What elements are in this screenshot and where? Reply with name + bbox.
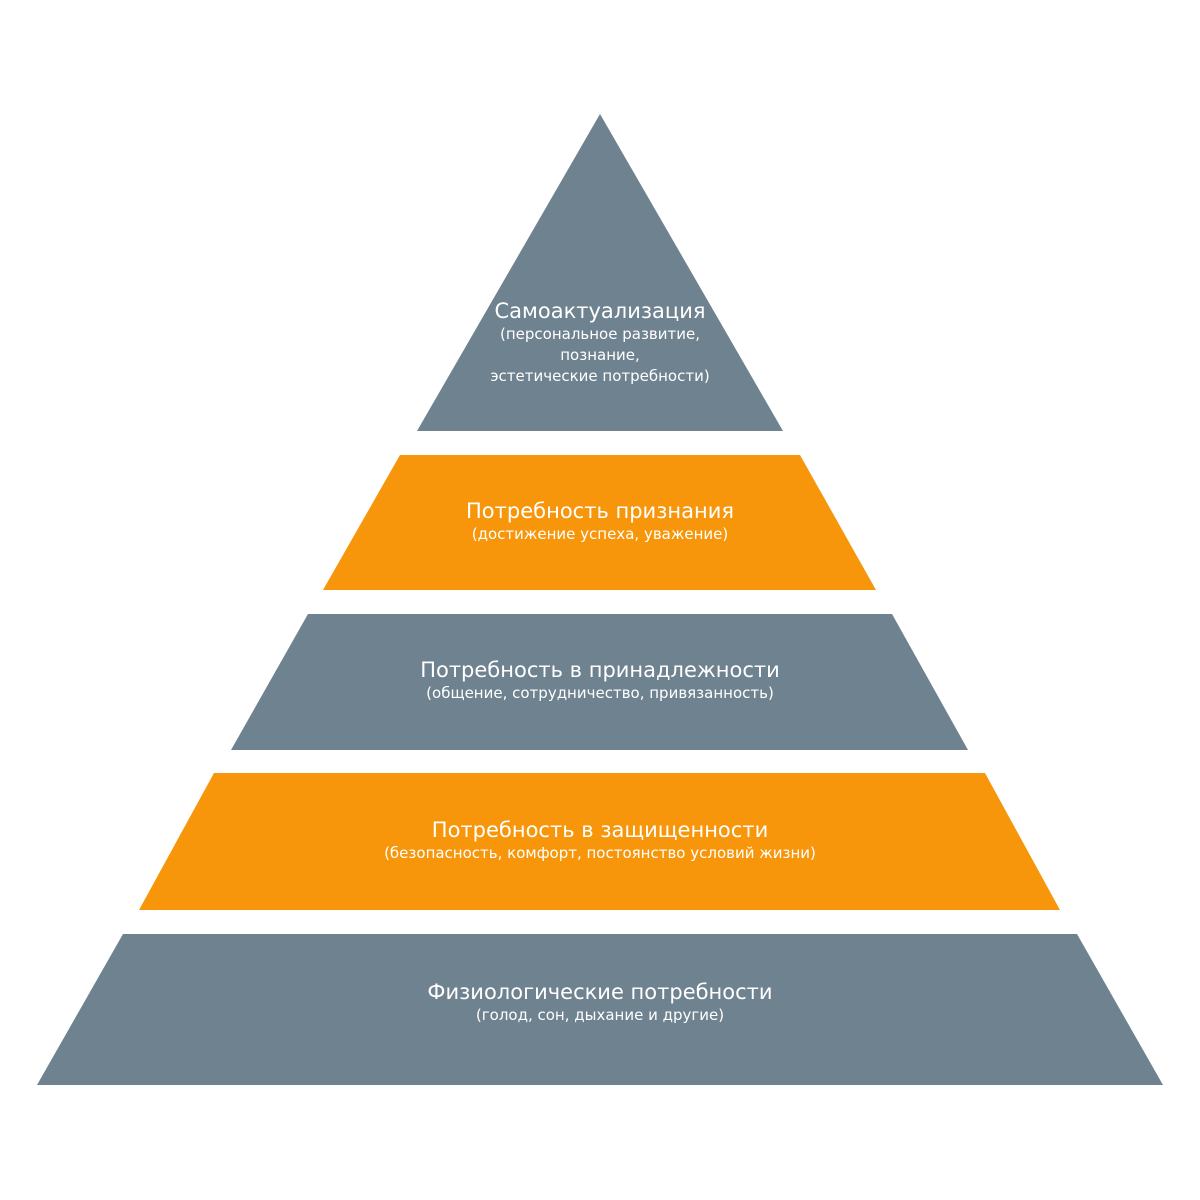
level-belonging-shape [231, 614, 968, 750]
level-physiological-shape [37, 934, 1163, 1085]
level-esteem-shape [323, 455, 876, 590]
level-self-actualization-shape [417, 114, 783, 431]
level-safety-shape [139, 773, 1060, 910]
